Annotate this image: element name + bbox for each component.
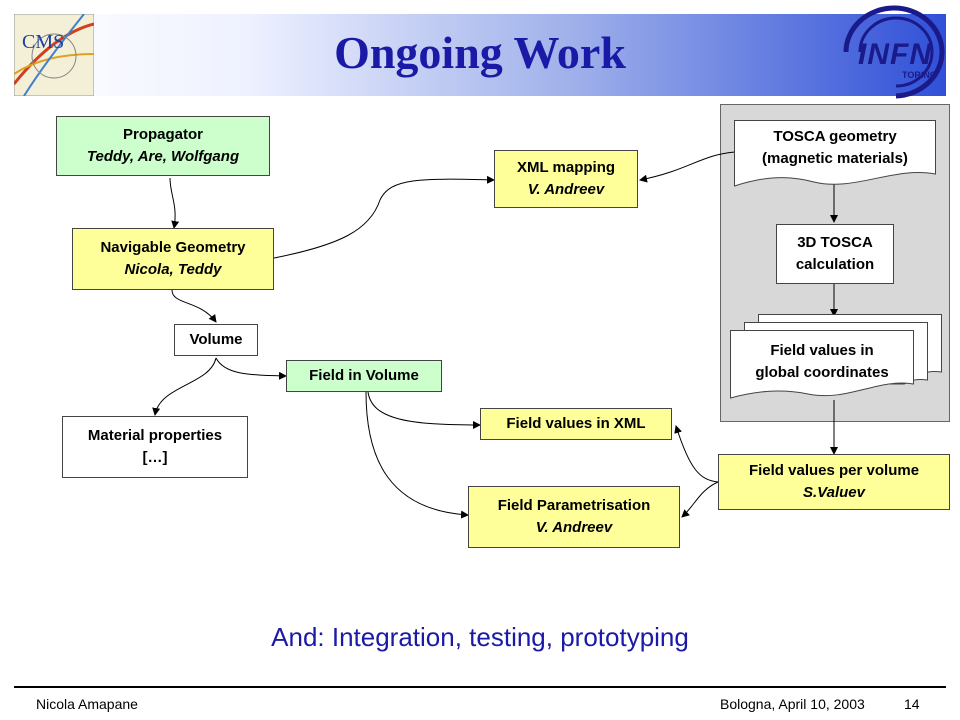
integration-note: And: Integration, testing, prototyping [271,622,689,652]
field-values-global-line2: global coordinates [755,364,889,381]
node-tosca-geometry-shape [734,120,936,187]
node-tosca-calc: 3D TOSCA calculation [776,224,894,284]
arrow-pervolume-xml [674,425,719,483]
header-banner [14,14,946,96]
arrow-navigable-xml [273,175,495,259]
tosca-calc-line2: calculation [795,256,875,273]
node-field-values-xml: Field values in XML [480,408,672,440]
navigable-geometry-people: Nicola, Teddy [124,261,222,278]
infn-logo [843,5,945,99]
field-in-volume-label: Field in Volume [309,367,419,384]
field-values-per-volume-people: S.Valuev [803,484,865,501]
xml-mapping-people: V. Andreev [527,181,605,198]
node-propagator: Propagator Teddy, Are, Wolfgang [56,116,270,176]
arrow-tosca-xml [639,151,736,183]
arrow-field-xml [367,391,481,429]
node-volume: Volume [174,324,258,356]
xml-mapping-label: XML mapping [516,159,616,176]
field-values-xml-label: Field values in XML [506,415,646,432]
footer-rule [14,686,946,688]
node-xml-mapping: XML mapping V. Andreev [494,150,638,208]
arrow-pervolume-param [681,481,719,518]
material-properties-detail: […] [142,449,168,466]
node-navigable-geometry: Navigable Geometry Nicola, Teddy [72,228,274,290]
arrow-field-param [365,391,469,519]
svg-text:CMS: CMS [22,31,64,53]
infn-logo-text: INFN [858,38,932,71]
infn-logo-subtext: TORINO [902,70,937,80]
node-tosca-geometry: TOSCA geometry (magnetic materials) [734,126,936,170]
footer-place-date: Bologna, April 10, 2003 [720,696,865,712]
tosca-calc-line1: 3D TOSCA [797,234,873,251]
tosca-geometry-line1: TOSCA geometry [773,128,897,145]
arrow-volume-field [215,357,287,380]
footer-author: Nicola Amapane [36,696,138,712]
field-parametrisation-people: V. Andreev [535,519,613,536]
field-values-global-line1: Field values in [770,342,874,359]
propagator-label: Propagator [122,126,203,143]
arrow-navigable-volume [171,289,217,323]
tosca-geometry-line2: (magnetic materials) [762,150,908,167]
propagator-people: Teddy, Are, Wolfgang [86,148,240,165]
volume-label: Volume [189,331,243,348]
node-material-properties: Material properties […] [62,416,248,478]
node-field-parametrisation: Field Parametrisation V. Andreev [468,486,680,548]
material-properties-label: Material properties [87,427,223,444]
node-field-values-global-shape [730,314,942,399]
arrow-propagator-navigable [169,177,180,229]
field-values-per-volume-label: Field values per volume [748,462,920,479]
node-field-in-volume: Field in Volume [286,360,442,392]
node-field-values-global: Field values in global coordinates [728,340,916,384]
arrow-volume-material [152,357,217,416]
node-field-values-per-volume: Field values per volume S.Valuev [718,454,950,510]
field-parametrisation-label: Field Parametrisation [497,497,651,514]
navigable-geometry-label: Navigable Geometry [100,239,246,256]
footer-page-number: 14 [904,696,920,712]
slide-title: Ongoing Work [334,27,626,78]
cms-logo: CMS [14,14,94,96]
